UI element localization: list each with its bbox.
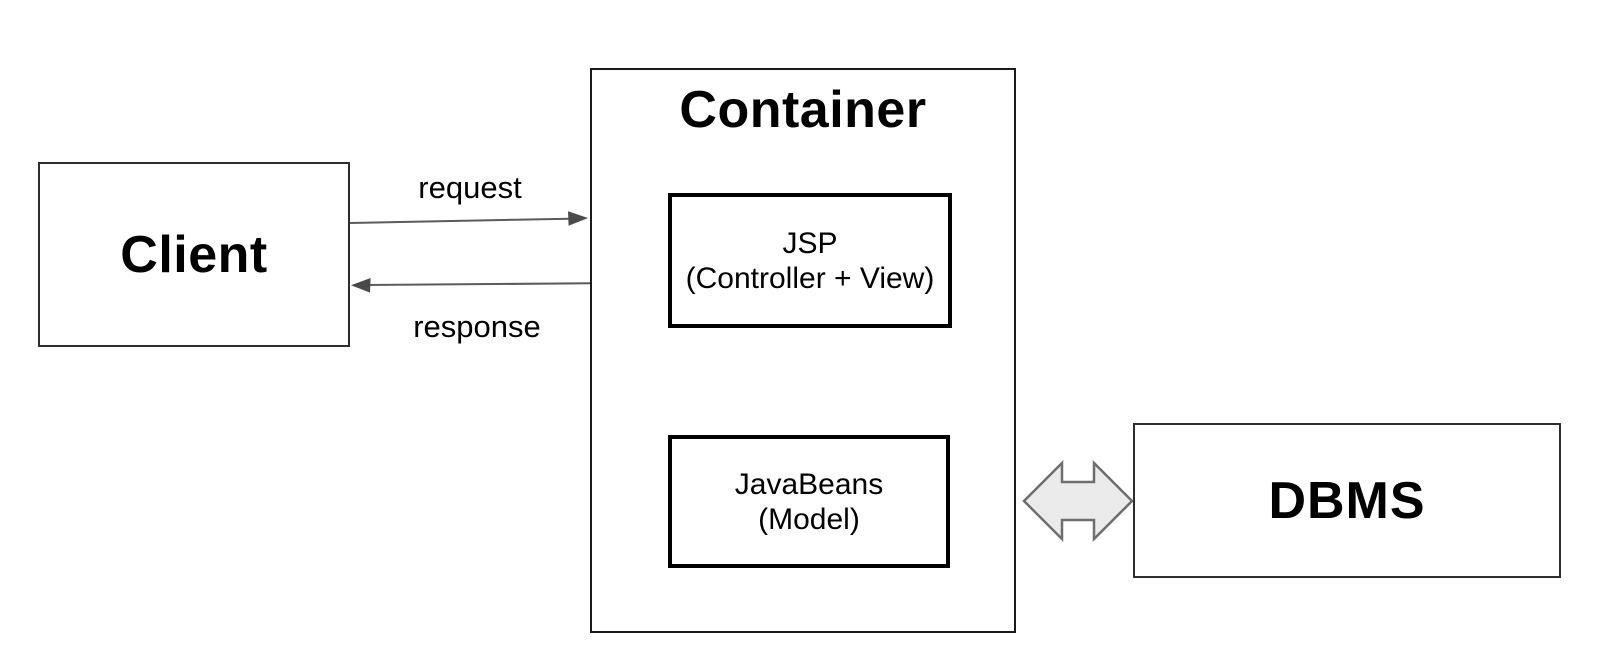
response-arrowhead-icon <box>351 278 371 293</box>
jsp-box-label-line1: JSP <box>782 226 838 260</box>
javabeans-box-label-line2: (Model) <box>758 502 860 536</box>
javabeans-box-label-line1: JavaBeans <box>734 467 884 501</box>
container-dbms-double-arrow-icon <box>1022 459 1134 543</box>
request-label: request <box>418 170 522 205</box>
jsp-box-label-line2: (Controller + View) <box>685 261 935 295</box>
client-box: Client <box>38 162 350 347</box>
request-arrow <box>349 211 588 226</box>
request-arrowhead-icon <box>568 211 588 226</box>
response-arrow <box>351 278 593 293</box>
jsp-box: JSP (Controller + View) <box>668 193 952 328</box>
dbms-box-label: DBMS <box>1268 471 1426 530</box>
container-box-title: Container <box>679 81 927 139</box>
dbms-box: DBMS <box>1133 423 1561 578</box>
response-arrow-line <box>367 282 593 286</box>
response-label: response <box>413 309 541 344</box>
request-arrow-line <box>349 217 571 224</box>
client-box-label: Client <box>120 225 268 284</box>
javabeans-box: JavaBeans (Model) <box>668 435 950 568</box>
